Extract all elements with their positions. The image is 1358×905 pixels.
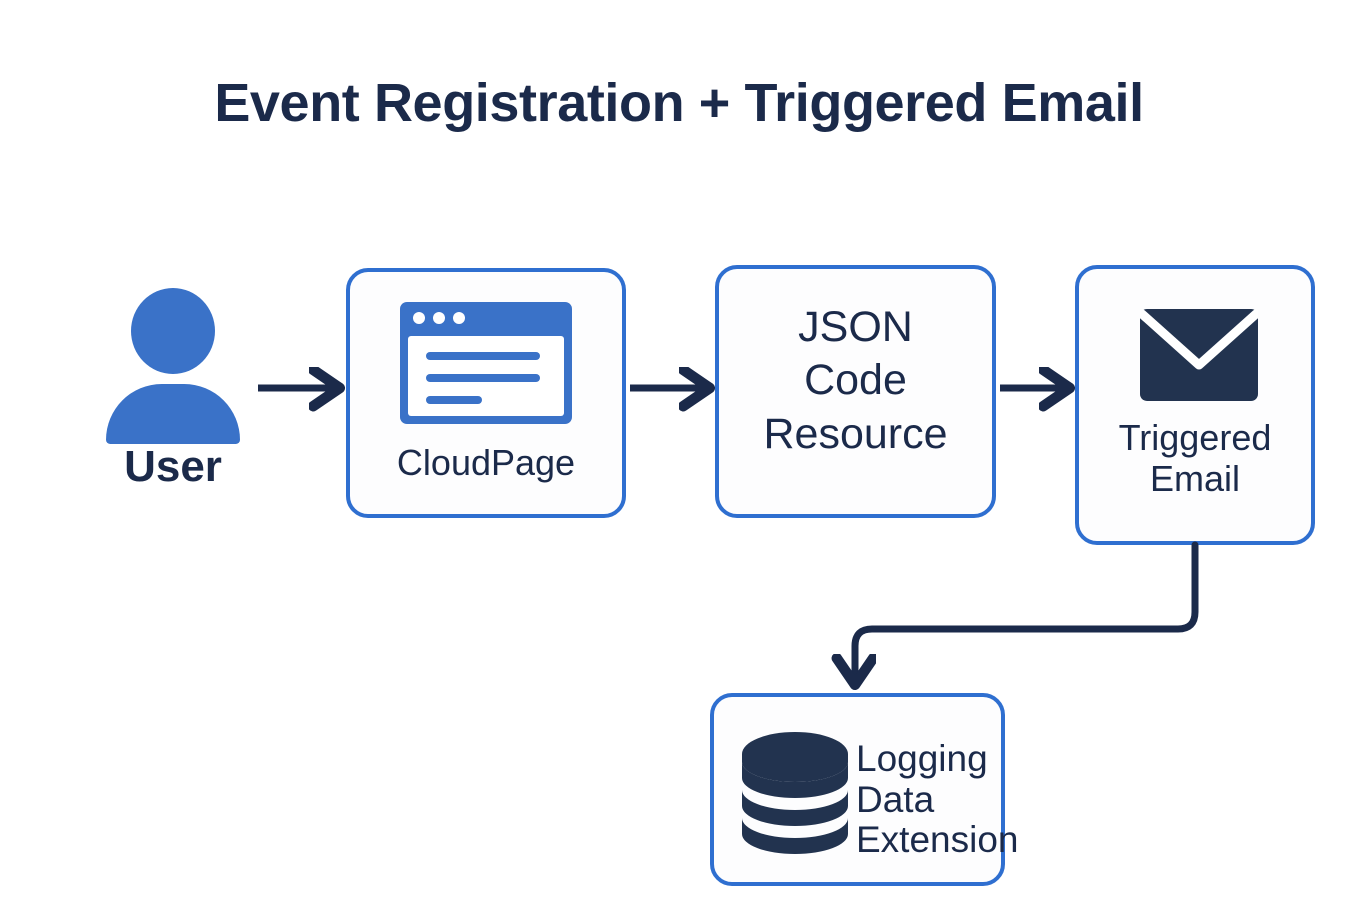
page-title: Event Registration + Triggered Email: [214, 73, 1144, 133]
node-email-label-line-1: Triggered: [1118, 417, 1272, 458]
envelope-icon: [1137, 309, 1261, 401]
browser-text-line-1: [426, 352, 540, 360]
browser-window-icon: [400, 302, 572, 424]
node-user-label: User: [124, 442, 222, 491]
node-user[interactable]: User: [88, 288, 258, 508]
node-cloudpage-label: CloudPage: [396, 442, 576, 483]
browser-text-line-2: [426, 374, 540, 382]
node-json-label-line-3: Resource: [763, 409, 948, 458]
node-json-code-resource[interactable]: JSON Code Resource: [715, 265, 996, 518]
browser-dot-3: [453, 312, 465, 324]
node-logging-label-line-3: Extension: [856, 819, 1019, 861]
person-head-shape: [131, 288, 215, 374]
person-icon: [88, 288, 258, 444]
browser-dot-2: [433, 312, 445, 324]
person-body-shape: [106, 384, 240, 444]
node-json-label-line-2: Code: [804, 356, 907, 405]
browser-text-line-3: [426, 396, 482, 404]
node-logging-label-line-2: Data: [856, 778, 935, 820]
node-cloudpage[interactable]: CloudPage: [346, 268, 626, 518]
browser-dot-1: [413, 312, 425, 324]
node-logging-label-group: Logging Data Extension: [856, 738, 1156, 861]
node-logging-label-line-1: Logging: [856, 738, 988, 779]
arrow-email-to-logging: [855, 541, 1199, 682]
node-json-label-group: JSON Code Resource: [719, 301, 992, 461]
database-icon: [742, 732, 848, 854]
node-triggered-email[interactable]: Triggered Email: [1075, 265, 1315, 545]
node-email-label-line-2: Email: [1149, 458, 1241, 500]
node-logging-data-extension[interactable]: Logging Data Extension: [710, 693, 1019, 886]
node-email-label-group: Triggered Email: [1073, 417, 1317, 499]
node-json-label-line-1: JSON: [798, 303, 913, 351]
